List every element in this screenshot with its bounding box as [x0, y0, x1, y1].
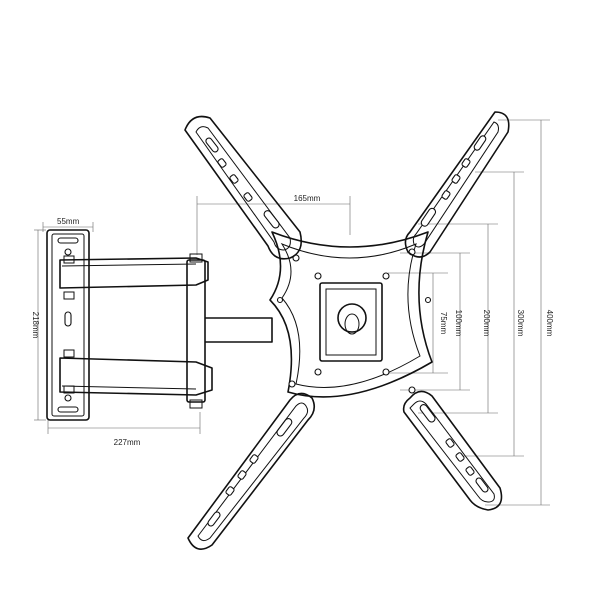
- dim-label-165mm: 165mm: [294, 194, 321, 203]
- dimension-lines: [34, 119, 550, 506]
- swing-arm-assembly: [59, 253, 273, 409]
- tv-bracket-arm-lower-left: [187, 392, 316, 550]
- tv-bracket-arm-upper-right: [404, 111, 510, 258]
- dim-label-400mm: 400mm: [545, 310, 554, 337]
- dim-label-200mm: 200mm: [482, 310, 491, 337]
- wall-plate: [46, 229, 90, 421]
- dim-label-55mm: 55mm: [57, 217, 80, 226]
- dim-label-100mm: 100mm: [454, 310, 463, 337]
- tv-bracket-arm-lower-right: [402, 390, 503, 511]
- tv-bracket-arm-upper-left: [184, 115, 303, 260]
- dim-label-227mm: 227mm: [114, 438, 141, 447]
- dim-label-218mm: 218mm: [31, 312, 40, 339]
- dim-label-75mm: 75mm: [439, 312, 448, 335]
- center-bracket-plate: [269, 231, 433, 398]
- dim-label-300mm: 300mm: [516, 310, 525, 337]
